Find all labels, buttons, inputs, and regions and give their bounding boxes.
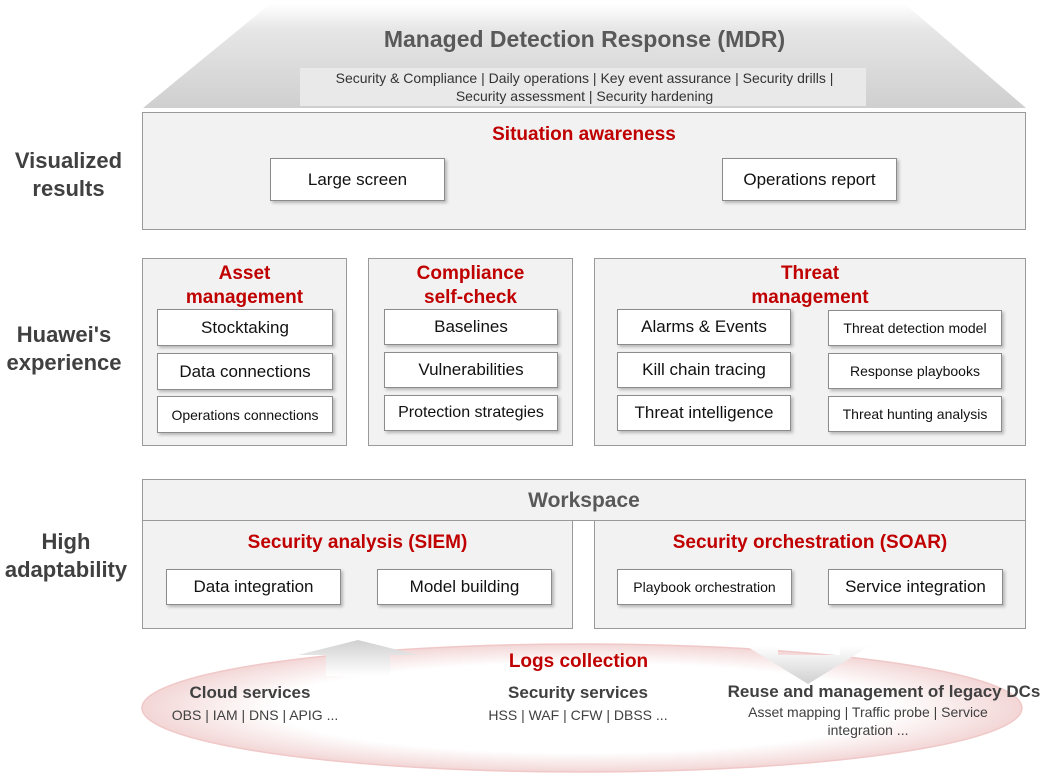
side-label-experience-line1: Huawei's (16, 322, 112, 347)
alarms-events-box: Alarms & Events (617, 309, 791, 345)
asset-management-title-line2: management (185, 287, 304, 308)
protection-strategies-box: Protection strategies (384, 395, 558, 431)
side-label-experience: Huawei's experience (0, 321, 128, 377)
compliance-panel: Compliance self-check Baselines Vulnerab… (368, 258, 573, 446)
threat-intelligence-box: Threat intelligence (617, 395, 791, 431)
soar-title: Security orchestration (SOAR) (672, 532, 948, 553)
legacy-dcs-title: Reuse and management of legacy DCs (727, 682, 1041, 701)
legacy-dcs-detail-line1: Asset mapping | Traffic probe | Service (748, 704, 988, 720)
threat-hunting-analysis-box: Threat hunting analysis (828, 396, 1002, 432)
down-arrow (746, 646, 870, 684)
playbook-orchestration-box: Playbook orchestration (617, 569, 792, 605)
operations-connections-box: Operations connections (157, 396, 333, 433)
vulnerabilities-box: Vulnerabilities (384, 352, 558, 388)
asset-management-panel: Asset management Stocktaking Data connec… (142, 258, 347, 446)
kill-chain-tracing-box: Kill chain tracing (617, 352, 791, 388)
threat-management-title: Threat management (595, 262, 1025, 310)
side-label-adaptability-line1: High (41, 529, 91, 554)
side-label-experience-line2: experience (6, 350, 122, 375)
side-label-adaptability-line2: adaptability (4, 557, 128, 582)
large-screen-box: Large screen (270, 158, 445, 201)
workspace-title: Workspace (528, 489, 640, 512)
side-label-visualized: Visualized results (0, 147, 137, 203)
soar-panel: Security orchestration (SOAR) Playbook o… (594, 520, 1026, 629)
siem-title: Security analysis (SIEM) (247, 532, 468, 553)
threat-management-title-line2: management (751, 287, 869, 308)
model-building-box: Model building (377, 569, 552, 605)
compliance-title-line2: self-check (424, 287, 517, 308)
mdr-services-line2: Security assessment | Security hardening (455, 88, 714, 104)
security-services-detail: HSS | WAF | CFW | DBSS ... (488, 707, 668, 723)
workspace-header: Workspace (142, 479, 1026, 521)
operations-report-box: Operations report (722, 158, 897, 201)
data-connections-box: Data connections (157, 353, 333, 390)
service-integration-box: Service integration (828, 569, 1003, 605)
side-label-visualized-line1: Visualized (14, 148, 123, 173)
data-integration-box: Data integration (166, 569, 341, 605)
situation-awareness-panel: Situation awareness Large screen Operati… (142, 112, 1026, 230)
logs-collection-title: Logs collection (508, 651, 649, 672)
side-label-visualized-line2: results (32, 176, 105, 201)
legacy-dcs-detail-line2: integration ... (827, 722, 909, 738)
mdr-services-line1: Security & Compliance | Daily operations… (335, 70, 834, 86)
situation-awareness-title: Situation awareness (492, 124, 676, 145)
side-label-adaptability: High adaptability (0, 528, 132, 584)
siem-panel: Security analysis (SIEM) Data integratio… (142, 520, 573, 629)
asset-management-title-line1: Asset (218, 263, 271, 284)
compliance-title: Compliance self-check (369, 262, 572, 310)
asset-management-title: Asset management (143, 262, 346, 310)
baselines-box: Baselines (384, 309, 558, 345)
cloud-services-title: Cloud services (189, 683, 311, 702)
mdr-title: Managed Detection Response (MDR) (383, 26, 786, 52)
threat-detection-model-box: Threat detection model (828, 310, 1002, 346)
threat-management-title-line1: Threat (780, 263, 840, 284)
security-services-title: Security services (508, 683, 648, 702)
cloud-services-detail: OBS | IAM | DNS | APIG ... (171, 707, 339, 723)
response-playbooks-box: Response playbooks (828, 353, 1002, 389)
threat-management-panel: Threat management Alarms & Events Kill c… (594, 258, 1026, 446)
stocktaking-box: Stocktaking (157, 309, 333, 346)
up-arrow-shape (298, 640, 418, 676)
compliance-title-line1: Compliance (416, 263, 525, 284)
mdr-services-band (300, 68, 866, 106)
